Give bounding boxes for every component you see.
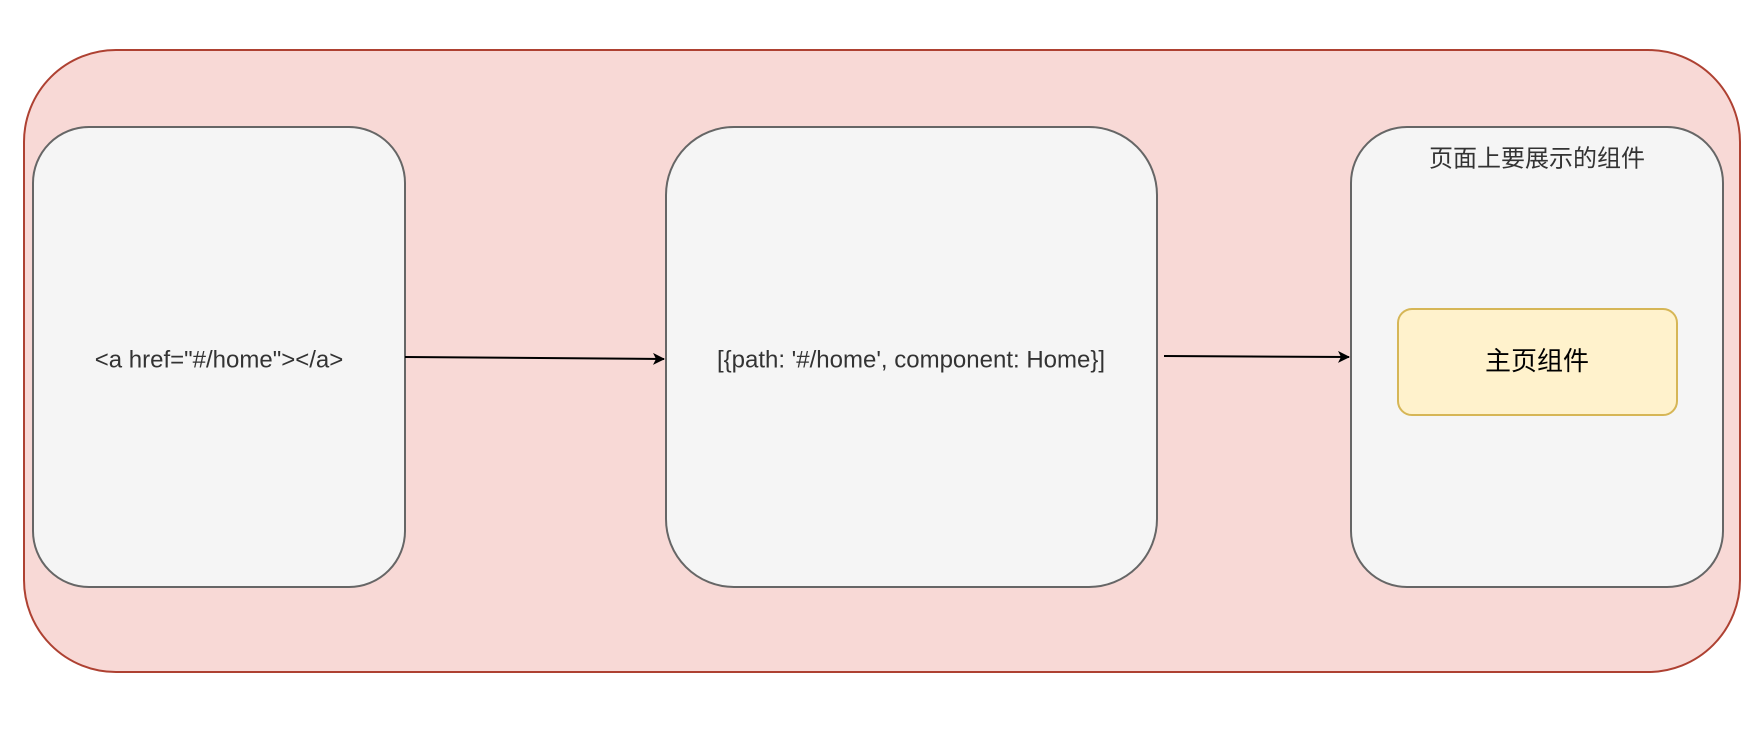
anchor-node-label: <a href="#/home"></a>	[95, 346, 344, 373]
routes-node-label: [{path: '#/home', component: Home}]	[717, 346, 1105, 373]
home-component-box	[1397, 308, 1678, 416]
view-node[interactable]: 页面上要展示的组件 主页组件	[1350, 126, 1724, 588]
home-component-node[interactable]: 主页组件	[1397, 308, 1678, 416]
view-node-title: 页面上要展示的组件	[1429, 145, 1645, 172]
edge-routes-to-view	[1163, 350, 1350, 363]
edge-anchor-to-routes	[404, 352, 665, 365]
home-component-label: 主页组件	[1485, 346, 1589, 376]
anchor-node[interactable]: <a href="#/home"></a>	[32, 126, 406, 588]
routes-node[interactable]: [{path: '#/home', component: Home}]	[665, 126, 1158, 588]
routes-node-box	[665, 126, 1158, 588]
